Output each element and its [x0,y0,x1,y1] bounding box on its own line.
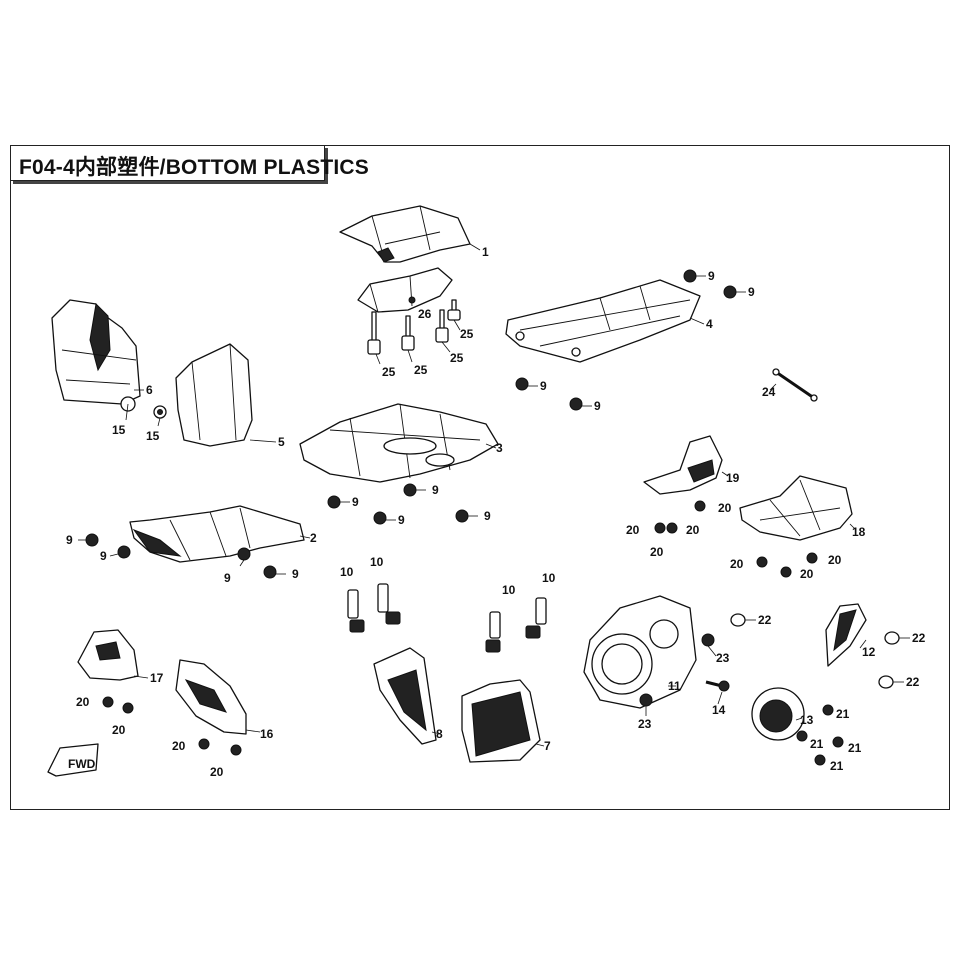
label-21: 21 [836,707,850,721]
label-23: 23 [716,651,730,665]
bolts-9-part-4 [515,269,746,411]
label-9: 9 [540,379,547,393]
label-20: 20 [626,523,640,537]
label-9: 9 [708,269,715,283]
label-20: 20 [172,739,186,753]
fasteners-10 [347,583,547,653]
bolts-20-right [654,500,818,578]
label-12: 12 [862,645,876,659]
label-20: 20 [828,553,842,567]
label-2: 2 [310,531,317,545]
label-22: 22 [906,675,920,689]
leader-lines [125,319,867,733]
label-9: 9 [748,285,755,299]
label-9: 9 [100,549,107,563]
bolts-9-part-2 [78,533,286,579]
label-20: 20 [800,567,814,581]
label-17: 17 [150,671,164,685]
part-5-side-cover [153,343,277,447]
label-25: 25 [450,351,464,365]
label-11: 11 [668,679,681,693]
part-13-inspection-cover [751,687,844,766]
part-19-cover [643,435,723,495]
label-9: 9 [398,513,405,527]
part-3-skid-plate [299,403,499,483]
part-18-guard [739,475,853,541]
label-20: 20 [112,723,126,737]
label-7: 7 [544,739,551,753]
part-2-skid-plate [129,505,311,563]
label-21: 21 [848,741,862,755]
label-4: 4 [706,317,713,331]
label-24: 24 [762,385,776,399]
label-15: 15 [146,429,160,443]
part-12-cover [825,603,867,667]
label-21: 21 [810,737,824,751]
label-26: 26 [418,307,432,321]
label-18: 18 [852,525,866,539]
part-1-cover [339,205,481,263]
label-9: 9 [594,399,601,413]
label-10: 10 [542,571,556,585]
label-25: 25 [460,327,474,341]
label-8: 8 [436,727,443,741]
label-10: 10 [370,555,384,569]
label-9: 9 [484,509,491,523]
fwd-badge: FWD [68,757,96,771]
part-24-strap [772,368,818,402]
label-9: 9 [432,483,439,497]
label-14: 14 [712,703,726,717]
label-9: 9 [224,571,231,585]
label-5: 5 [278,435,285,449]
label-10: 10 [502,583,516,597]
part-25-push-pins [367,299,461,355]
label-20: 20 [730,557,744,571]
bolts-20-left [102,696,242,756]
label-6: 6 [146,383,153,397]
label-23: 23 [638,717,652,731]
label-9: 9 [292,567,299,581]
label-25: 25 [414,363,428,377]
part-26-bracket [357,267,453,313]
fasteners-22-23-14 [639,613,910,707]
part-7-panel [461,679,545,763]
title-box: F04-4内部塑件/BOTTOM PLASTICS [10,145,369,181]
label-20: 20 [686,523,700,537]
label-20: 20 [76,695,90,709]
label-22: 22 [912,631,926,645]
label-22: 22 [758,613,772,627]
label-20: 20 [210,765,224,779]
label-21: 21 [830,759,844,773]
part-6-side-cover [51,299,141,412]
part-4-skid-plate [505,279,705,363]
label-3: 3 [496,441,503,455]
label-19: 19 [726,471,740,485]
callout-labels: 1 2 3 4 5 6 7 8 9 9 9 9 9 9 9 9 9 9 9 9 … [66,245,926,779]
label-9: 9 [352,495,359,509]
fwd-arrow-icon: FWD [47,743,99,777]
part-16-cover [175,659,247,735]
label-13: 13 [800,713,814,727]
diagram-title: F04-4内部塑件/BOTTOM PLASTICS [19,156,369,179]
label-20: 20 [650,545,664,559]
part-17-cover [77,629,139,681]
label-20: 20 [718,501,732,515]
diagram-frame [10,145,950,810]
bolts-9-part-3 [327,483,478,525]
part-11-cvt-cover [583,595,697,709]
label-15: 15 [112,423,126,437]
label-16: 16 [260,727,274,741]
label-10: 10 [340,565,354,579]
label-25: 25 [382,365,396,379]
part-8-panel [373,647,441,745]
label-9: 9 [66,533,73,547]
label-1: 1 [482,245,489,259]
